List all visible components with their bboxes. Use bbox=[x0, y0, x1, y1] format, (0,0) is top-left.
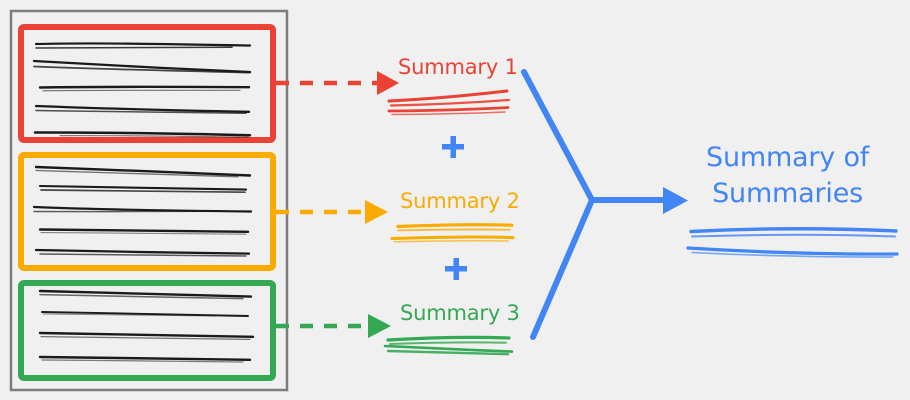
document-3-green[interactable] bbox=[18, 280, 276, 381]
summary-1-label: Summary 1 bbox=[398, 55, 518, 79]
merge-branch-top bbox=[521, 69, 595, 203]
document-1-red[interactable] bbox=[18, 24, 276, 143]
summary-1-squiggle bbox=[387, 89, 511, 116]
merge-fork-to-final bbox=[521, 69, 688, 340]
final-label-line-2: Summaries bbox=[712, 177, 863, 209]
summary-2-label: Summary 2 bbox=[400, 189, 520, 213]
final-label-line-1: Summary of bbox=[706, 142, 870, 173]
plus-2-icon bbox=[445, 258, 467, 280]
summary-2-squiggle bbox=[390, 223, 515, 243]
plus-1-icon bbox=[442, 136, 464, 158]
source-documents-container bbox=[9, 9, 289, 392]
summary-3-squiggle bbox=[383, 335, 514, 356]
document-1-text-lines bbox=[32, 42, 252, 138]
final-summary-squiggle bbox=[686, 227, 899, 258]
arrow-doc1-to-summary1 bbox=[276, 71, 399, 95]
document-3-border bbox=[18, 280, 276, 381]
arrow-doc1-head bbox=[377, 71, 399, 95]
merge-branch-bottom bbox=[530, 197, 595, 340]
document-3-text-lines bbox=[38, 289, 255, 363]
document-2-yellow[interactable] bbox=[18, 152, 276, 271]
merge-arrow-head bbox=[663, 187, 688, 214]
document-2-border bbox=[18, 152, 276, 271]
arrow-doc3-head bbox=[368, 314, 391, 338]
document-1-border bbox=[18, 24, 276, 143]
arrow-doc2-head bbox=[365, 200, 388, 224]
summary-3-label: Summary 3 bbox=[400, 301, 520, 325]
arrow-doc2-to-summary2 bbox=[276, 200, 388, 224]
summary-of-summaries-label: Summary of Summaries bbox=[706, 140, 869, 212]
document-2-text-lines bbox=[32, 165, 253, 257]
arrow-doc3-to-summary3 bbox=[276, 314, 391, 338]
